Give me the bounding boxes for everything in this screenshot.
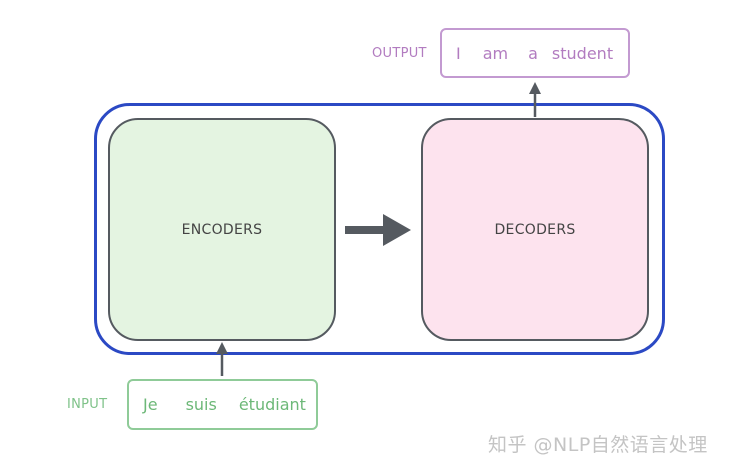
encoder-to-decoder-arrow	[345, 214, 411, 246]
input-label: INPUT	[67, 397, 108, 412]
input-word: suis	[185, 395, 217, 414]
input-word: Je	[143, 395, 158, 414]
output-word: student	[551, 43, 614, 63]
output-word: a	[528, 43, 538, 63]
decoder-to-output-arrow	[529, 82, 541, 117]
input-to-encoder-arrow	[216, 342, 228, 376]
output-label: OUTPUT	[372, 46, 427, 61]
decoders-block: DECODERS	[421, 118, 649, 341]
encoder-decoder-container	[94, 103, 665, 355]
output-word: am	[482, 43, 509, 63]
output-sentence-box: I am a student	[440, 28, 630, 78]
encoders-label: ENCODERS	[181, 221, 263, 238]
input-word: étudiant	[238, 395, 306, 414]
output-word: I	[456, 43, 461, 63]
encoders-block: ENCODERS	[108, 118, 336, 341]
input-sentence-box: Je suis étudiant	[127, 379, 318, 430]
watermark-text: 知乎 @NLP自然语言处理	[488, 434, 708, 456]
decoders-label: DECODERS	[494, 221, 576, 238]
